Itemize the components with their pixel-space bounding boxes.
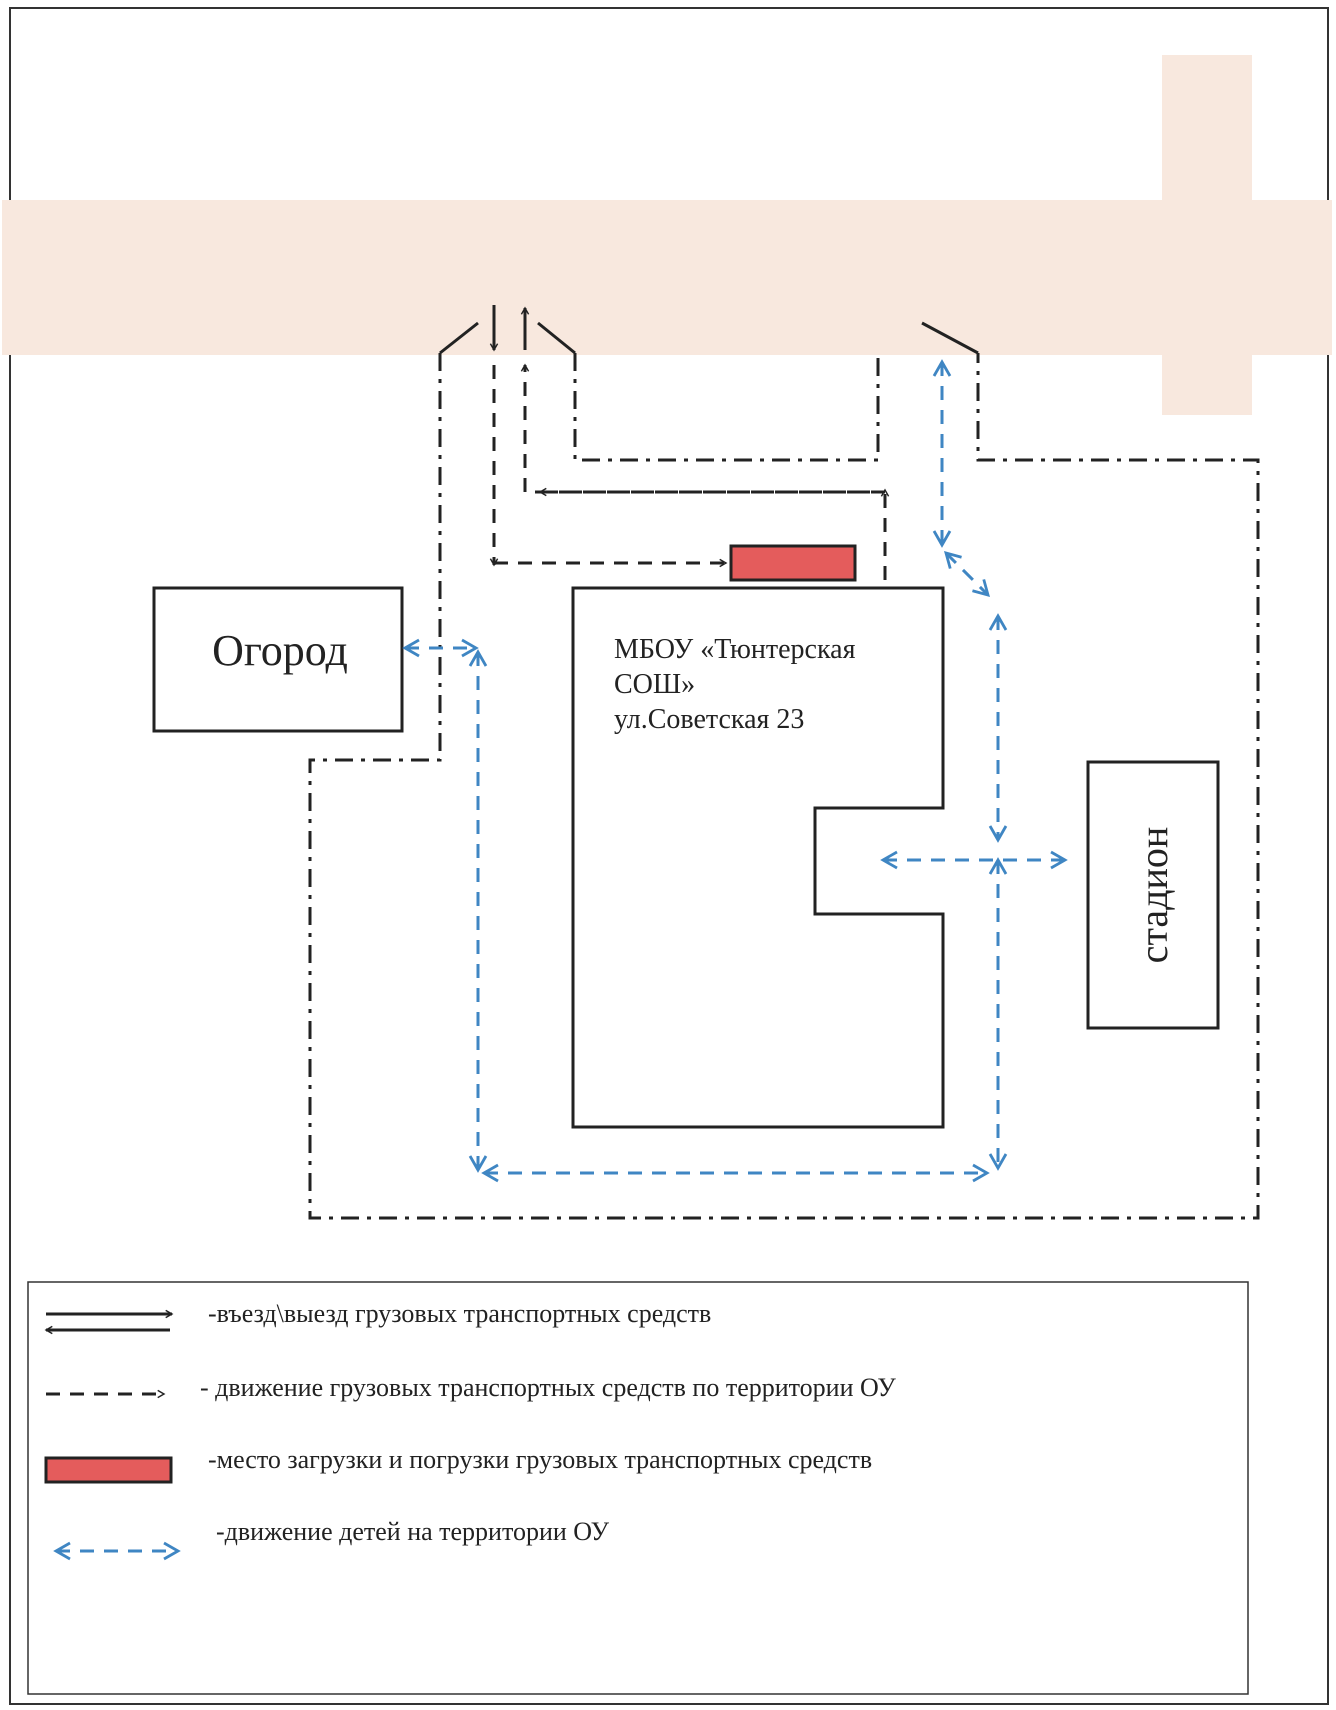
legend-entry-exit-label: -въезд\выезд грузовых транспортных средс…: [208, 1299, 711, 1328]
stadium-box: [1086, 760, 1220, 1030]
truck-movement-paths: [489, 363, 890, 580]
gates: [439, 321, 979, 355]
school-address: ул.Советская 23: [614, 704, 804, 735]
school-name-line2: СОШ»: [614, 669, 695, 700]
outer-frame: [9, 7, 1329, 1705]
legend-entry-exit-symbol: [44, 1309, 174, 1335]
road-vertical: [1162, 55, 1252, 415]
territory-fence: [308, 353, 1260, 1220]
legend-loading-symbol: [44, 1456, 173, 1484]
legend: -въезд\выезд грузовых транспортных средс…: [27, 1281, 1249, 1695]
garden-box: [152, 586, 404, 733]
loading-zone: [729, 544, 857, 582]
school-building: [571, 586, 945, 1129]
legend-loading-label: -место загрузки и погрузки грузовых тран…: [208, 1445, 872, 1474]
road-horizontal: [2, 200, 1332, 355]
garden-label: Огород: [212, 626, 348, 675]
children-movement-paths: [402, 359, 1068, 1183]
stadium-label: стадион: [1131, 827, 1176, 964]
legend-children-movement-label: -движение детей на территории ОУ: [216, 1517, 610, 1546]
school-name-line1: МБОУ «Тюнтерская: [614, 634, 856, 665]
legend-truck-movement-label: - движение грузовых транспортных средств…: [200, 1373, 896, 1402]
entry-exit-arrows: [489, 305, 530, 352]
legend-box: [27, 1281, 1249, 1695]
